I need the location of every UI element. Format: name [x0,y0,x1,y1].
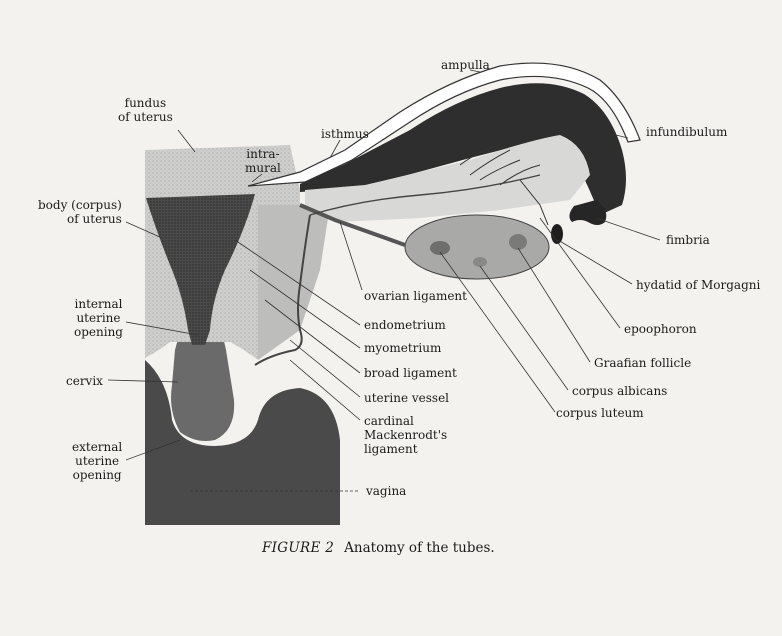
label-fimbria: fimbria [666,233,710,247]
label-internal-opening: internal uterine opening [74,297,123,339]
label-body: body (corpus) of uterus [38,198,122,226]
graafian-shape [509,234,527,250]
label-myometrium: myometrium [364,341,441,355]
caption-figure-number: FIGURE 2 [262,540,334,556]
broad-ligament-region [258,205,330,360]
label-ampulla: ampulla [441,58,490,72]
label-infundibulum: infundibulum [646,125,727,139]
label-corpus-albicans: corpus albicans [572,384,667,398]
label-cervix: cervix [66,374,103,388]
label-fundus: fundus of uterus [118,96,173,124]
label-ovarian-ligament: ovarian ligament [364,289,467,303]
label-epoophoron: epoophoron [624,322,697,336]
label-uterine-vessel: uterine vessel [364,391,449,405]
figure-caption: FIGURE 2 Anatomy of the tubes. [262,540,495,556]
corpus-luteum-shape [430,241,450,255]
ovary-shape [405,215,549,279]
label-cardinal: cardinal Mackenrodt's ligament [364,414,447,456]
label-hydatid: hydatid of Morgagni [636,278,760,292]
label-endometrium: endometrium [364,318,446,332]
caption-text: Anatomy of the tubes. [344,540,495,556]
label-broad-ligament: broad ligament [364,366,457,380]
label-intramural: intra- mural [245,147,281,175]
label-isthmus: isthmus [321,127,369,141]
label-external-opening: external uterine opening [72,440,122,482]
albicans-shape [473,257,487,267]
label-graafian: Graafian follicle [594,356,691,370]
label-corpus-luteum: corpus luteum [556,406,644,420]
label-vagina: vagina [366,484,406,498]
